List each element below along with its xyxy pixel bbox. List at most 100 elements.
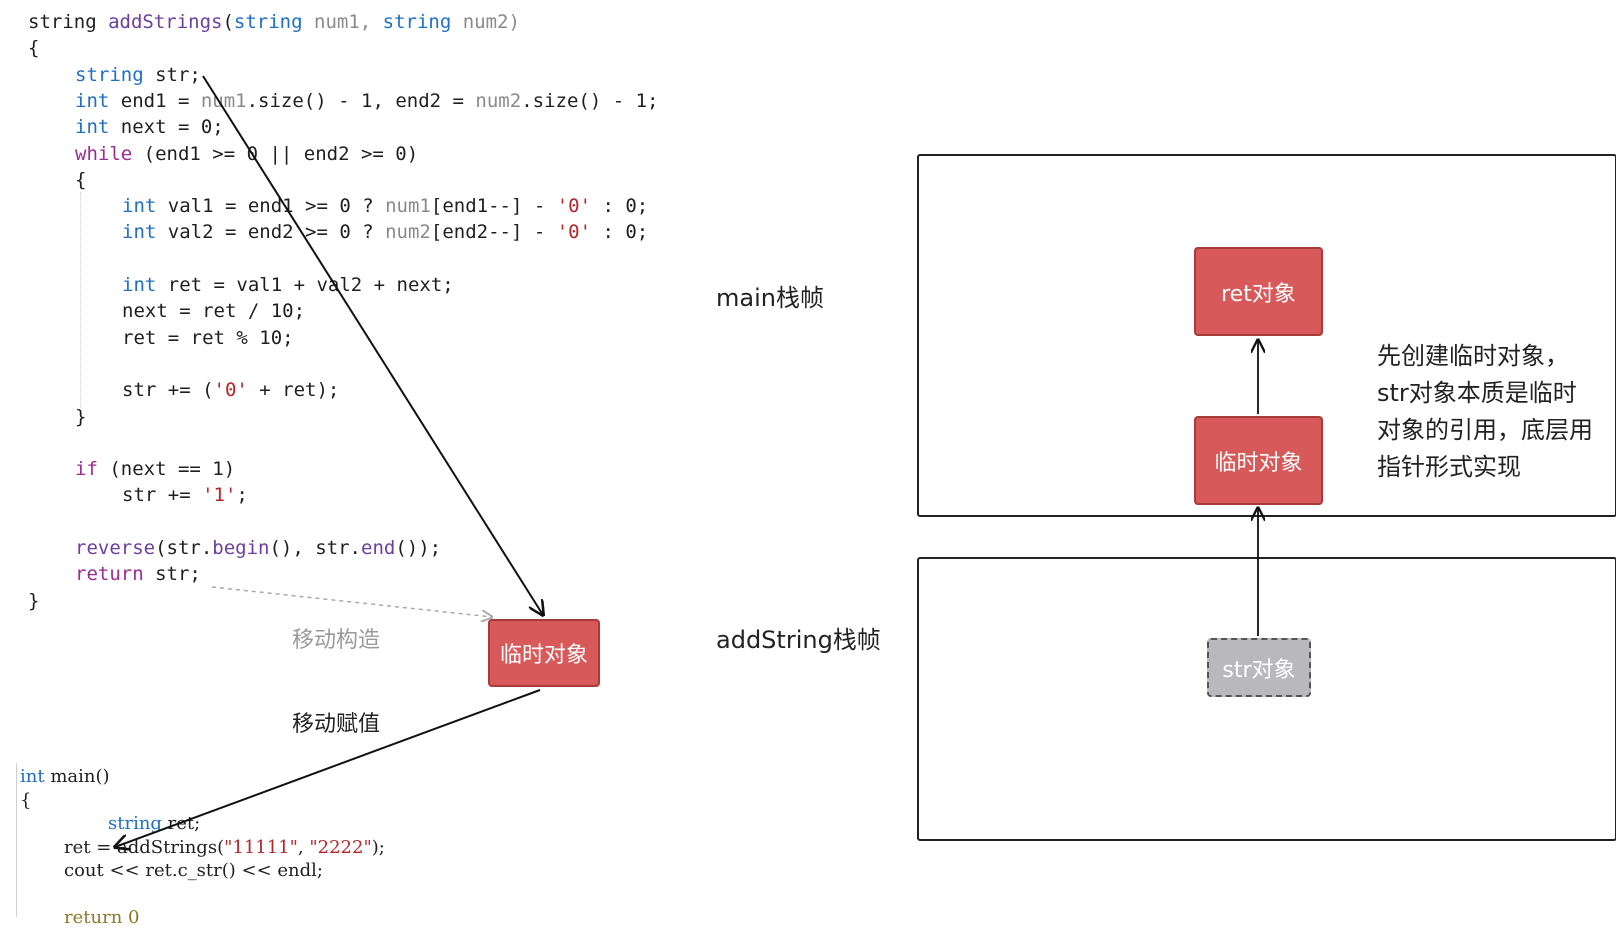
code-token: [end2--] - xyxy=(430,221,557,244)
code-token: { xyxy=(75,168,87,191)
code-token: int xyxy=(122,221,157,244)
code-token: : 0; xyxy=(591,195,649,218)
code-token: end1 = xyxy=(109,89,201,112)
main-code-line: return 0 xyxy=(64,906,139,929)
code-token: '0' xyxy=(556,195,592,218)
code-token: string xyxy=(108,813,162,834)
main-code-line: int main() xyxy=(20,765,110,788)
main-code-line: string ret; xyxy=(108,812,200,835)
ret-object: ret对象 xyxy=(1194,247,1323,336)
code-token: ( xyxy=(222,11,234,33)
code-token: num1 xyxy=(385,195,431,218)
str-object: str对象 xyxy=(1207,638,1311,697)
code-token: string xyxy=(28,11,109,33)
add-strings-code-line: } xyxy=(75,404,86,430)
code-token: int xyxy=(20,766,45,787)
code-token: int xyxy=(75,116,110,139)
add-stack-frame xyxy=(917,557,1616,841)
add-strings-code-line: if (next == 1) xyxy=(75,456,235,482)
add-strings-code-line: int end1 = num1.size() - 1, end2 = num2.… xyxy=(75,88,658,114)
code-token: .size() - 1, xyxy=(246,89,396,112)
code-token: reverse xyxy=(75,537,156,559)
code-token: string xyxy=(233,11,303,33)
add-strings-code-line: str += '1'; xyxy=(122,482,248,508)
add-strings-code-line: return str; xyxy=(75,561,201,587)
code-token: [end1--] - xyxy=(430,195,557,218)
code-token: num2) xyxy=(451,11,520,33)
main-code-line: { xyxy=(20,789,31,812)
add-strings-code-line: int val1 = end1 >= 0 ? num1[end1--] - '0… xyxy=(122,193,648,219)
code-token: } xyxy=(28,589,40,612)
temp-object-right: 临时对象 xyxy=(1194,416,1323,505)
move-construct-label: 移动构造 xyxy=(292,628,381,653)
code-token: val1 = end1 >= 0 ? xyxy=(156,195,386,218)
add-strings-code-line: string str; xyxy=(75,62,201,88)
code-token: str; xyxy=(143,563,201,586)
code-token: { xyxy=(20,789,32,811)
code-token: "11111" xyxy=(224,836,298,858)
code-token: ; xyxy=(236,484,248,507)
add-strings-code-line: ret = ret % 10; xyxy=(122,325,294,351)
code-token: num1 xyxy=(200,89,247,112)
code-token: cout << ret.c_str() << endl; xyxy=(64,860,323,881)
code-token: (), str. xyxy=(269,537,361,559)
code-token: { xyxy=(28,37,40,60)
add-strings-code-line: int val2 = end2 >= 0 ? num2[end2--] - '0… xyxy=(122,219,648,245)
code-token: "2222" xyxy=(309,836,372,858)
code-token: string xyxy=(75,63,144,86)
code-token: str; xyxy=(143,63,201,86)
add-strings-code-line: str += ('0' + ret); xyxy=(122,377,339,403)
code-token: while xyxy=(75,142,133,165)
add-strings-code-line: reverse(str.begin(), str.end()); xyxy=(75,535,441,561)
main-code-line: cout << ret.c_str() << endl; xyxy=(64,859,323,882)
explanation-note: 先创建临时对象，str对象本质是临时对象的引用，底层用指针形式实现 xyxy=(1377,342,1593,481)
code-token: next = ret / 10; xyxy=(122,300,306,323)
add-strings-code-line: } xyxy=(28,588,39,614)
add-strings-code-line: string addStrings(string num1, string nu… xyxy=(28,9,520,35)
code-token: int xyxy=(122,195,157,218)
code-token: '1' xyxy=(202,484,237,507)
code-token: end xyxy=(361,537,396,559)
code-token: val2 = end2 >= 0 ? xyxy=(156,221,386,244)
code-token: (str. xyxy=(155,537,213,559)
code-token: return xyxy=(75,563,144,586)
code-token: '0' xyxy=(213,379,248,402)
add-strings-code-line: int next = 0; xyxy=(75,114,224,140)
code-panel: string addStrings(string num1, string nu… xyxy=(0,0,700,928)
add-strings-code-line: while (end1 >= 0 || end2 >= 0) xyxy=(75,141,418,167)
code-token: = xyxy=(441,89,476,112)
code-token: '0' xyxy=(556,221,592,244)
code-token: str += xyxy=(122,484,203,507)
code-token: end2 xyxy=(395,89,442,112)
code-token: str += ( xyxy=(122,379,214,402)
add-strings-code-line: next = ret / 10; xyxy=(122,298,305,324)
code-token: int xyxy=(75,89,110,112)
code-token: num2 xyxy=(475,89,522,112)
main-code-line: ret = addStrings("11111", "2222"); xyxy=(64,836,385,859)
while-block-guide xyxy=(80,192,82,410)
add-strings-code-line: { xyxy=(75,167,86,193)
code-token: addStrings xyxy=(108,11,223,33)
code-token: ret = ret % 10; xyxy=(122,326,294,349)
code-token: if xyxy=(75,458,98,481)
code-token: return 0 xyxy=(64,907,140,928)
code-token: ()); xyxy=(395,537,442,559)
code-token: ret = val1 + val2 + next; xyxy=(156,274,454,296)
code-token: num1, xyxy=(302,11,383,33)
code-token: int xyxy=(122,274,157,296)
code-token: .size() - 1; xyxy=(521,89,659,112)
code-token: main() xyxy=(44,766,110,787)
code-token: ret = addStrings( xyxy=(64,836,225,858)
add-strings-code-line: { xyxy=(28,35,39,61)
code-token: next = 0; xyxy=(109,116,224,139)
temp-object-left: 临时对象 xyxy=(488,619,600,687)
code-token: , xyxy=(297,836,310,858)
code-token: begin xyxy=(212,537,270,559)
code-token: (end1 >= 0 || end2 >= 0) xyxy=(132,142,419,165)
code-token: num2 xyxy=(385,221,431,244)
code-token: string xyxy=(382,11,452,33)
code-token: } xyxy=(75,405,87,428)
code-token: + ret); xyxy=(247,379,340,402)
main-block-guide xyxy=(16,763,18,917)
code-token: ret; xyxy=(161,813,201,834)
